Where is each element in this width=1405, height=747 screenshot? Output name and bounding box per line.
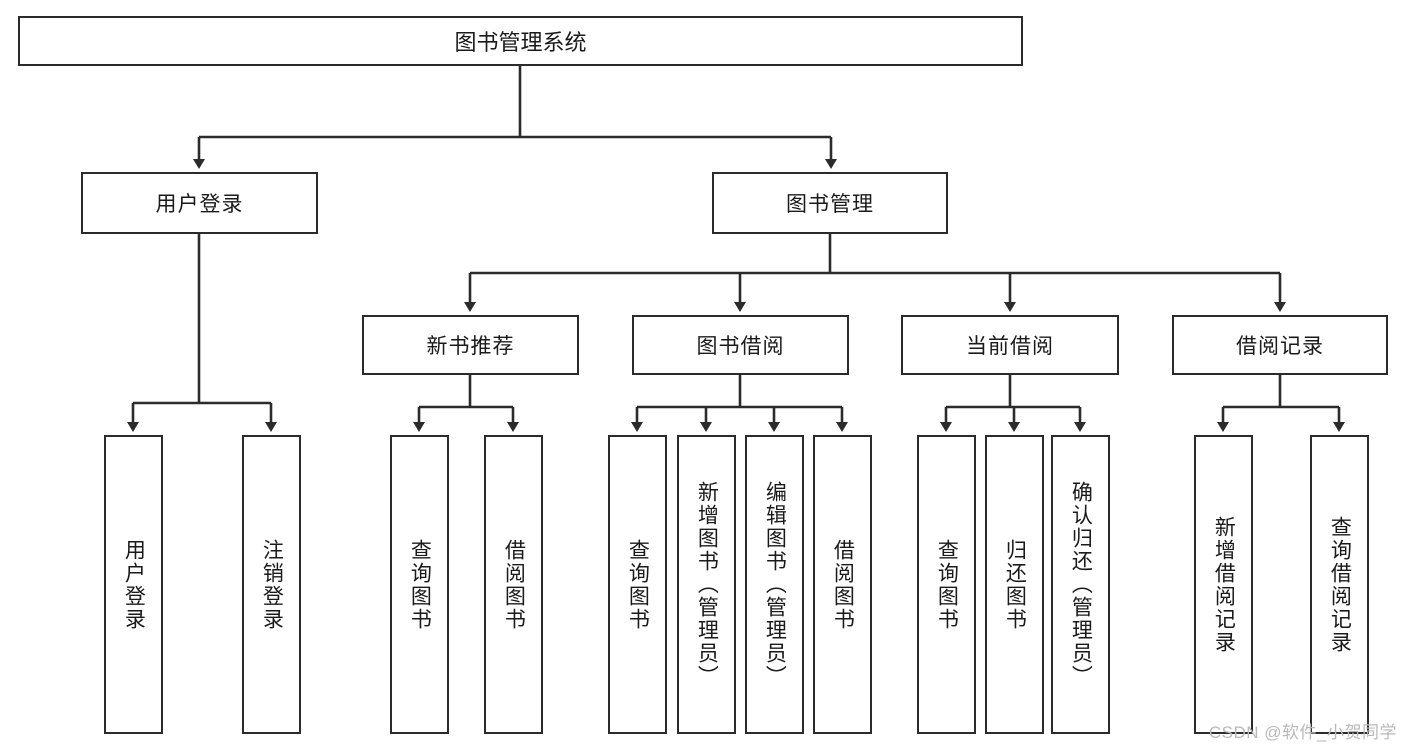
leaf-node[interactable]: 注销登录 — [242, 435, 301, 734]
leaf-label: 注销登录 — [260, 538, 284, 631]
node-label: 用户登录 — [155, 193, 244, 216]
leaf-label: 查询图书 — [408, 538, 432, 631]
node-book-management[interactable]: 图书管理 — [712, 172, 948, 234]
leaf-label: 借阅图书 — [502, 538, 526, 631]
leaf-label: 编辑图书（管理员） — [763, 481, 787, 688]
leaf-node[interactable]: 归还图书 — [985, 435, 1044, 734]
leaf-node[interactable]: 查询图书 — [390, 435, 449, 734]
leaf-label: 新增图书（管理员） — [695, 481, 719, 688]
node-book-borrow[interactable]: 图书借阅 — [632, 315, 849, 375]
node-label: 图书管理 — [786, 193, 874, 216]
node-label: 图书借阅 — [696, 335, 785, 358]
node-label: 新书推荐 — [426, 335, 515, 358]
leaf-node[interactable]: 查询借阅记录 — [1310, 435, 1369, 734]
leaf-label: 归还图书 — [1003, 538, 1027, 631]
leaf-label: 查询图书 — [626, 538, 650, 631]
leaf-node[interactable]: 编辑图书（管理员） — [745, 435, 804, 734]
node-user-login[interactable]: 用户登录 — [81, 172, 318, 234]
leaf-label: 确认归还（管理员） — [1069, 481, 1093, 688]
node-label: 借阅记录 — [1236, 335, 1324, 358]
node-root[interactable]: 图书管理系统 — [18, 16, 1023, 66]
leaf-node[interactable]: 借阅图书 — [813, 435, 872, 734]
leaf-label: 用户登录 — [122, 538, 146, 631]
node-borrow-record[interactable]: 借阅记录 — [1172, 315, 1388, 375]
leaf-node[interactable]: 借阅图书 — [484, 435, 543, 734]
leaf-node[interactable]: 新增图书（管理员） — [677, 435, 736, 734]
leaf-node[interactable]: 新增借阅记录 — [1194, 435, 1253, 734]
watermark: CSDN @软件_小贺同学 — [1208, 723, 1397, 742]
leaf-label: 新增借阅记录 — [1212, 515, 1236, 654]
node-label: 当前借阅 — [966, 335, 1054, 358]
node-root-label: 图书管理系统 — [454, 30, 587, 55]
leaf-node[interactable]: 查询图书 — [608, 435, 667, 734]
leaf-node[interactable]: 用户登录 — [104, 435, 163, 734]
node-new-book-recommend[interactable]: 新书推荐 — [362, 315, 579, 375]
leaf-label: 借阅图书 — [831, 538, 855, 631]
node-current-borrow[interactable]: 当前借阅 — [901, 315, 1119, 375]
leaf-node[interactable]: 查询图书 — [917, 435, 976, 734]
leaf-label: 查询借阅记录 — [1328, 515, 1352, 654]
leaf-label: 查询图书 — [935, 538, 959, 631]
leaf-node[interactable]: 确认归还（管理员） — [1051, 435, 1110, 734]
